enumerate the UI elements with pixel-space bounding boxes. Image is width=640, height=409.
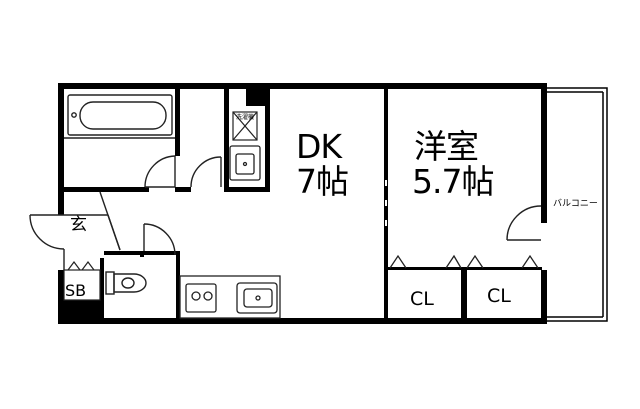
shoe-box-label: SB [65, 281, 87, 300]
exterior-walls [58, 83, 547, 324]
interior-walls [64, 88, 542, 321]
bathtub [64, 94, 175, 139]
washer-space [232, 111, 258, 141]
bathroom-door [144, 155, 176, 188]
toilet-door [143, 223, 176, 256]
washroom-door [190, 156, 222, 188]
washer-label: 洗濯機 [236, 114, 255, 121]
balcony-label: バルコニー [553, 199, 598, 209]
wash-basin [229, 145, 261, 181]
closet-label-2: CL [487, 285, 511, 307]
entrance-area [29, 191, 121, 270]
western-room-door [506, 205, 542, 241]
dk-room-size: 7帖 [296, 162, 349, 201]
shoe-box [63, 261, 101, 301]
closet-doors [389, 254, 539, 269]
balcony-outline [542, 87, 608, 322]
western-room-name: 洋室 [414, 127, 479, 166]
dk-room-name: DK [296, 127, 342, 166]
western-room-size: 5.7帖 [412, 162, 494, 201]
entrance-label: 玄 [70, 215, 87, 235]
toilet [105, 271, 147, 295]
closet-label-1: CL [410, 288, 434, 310]
kitchen-counter [179, 275, 281, 319]
